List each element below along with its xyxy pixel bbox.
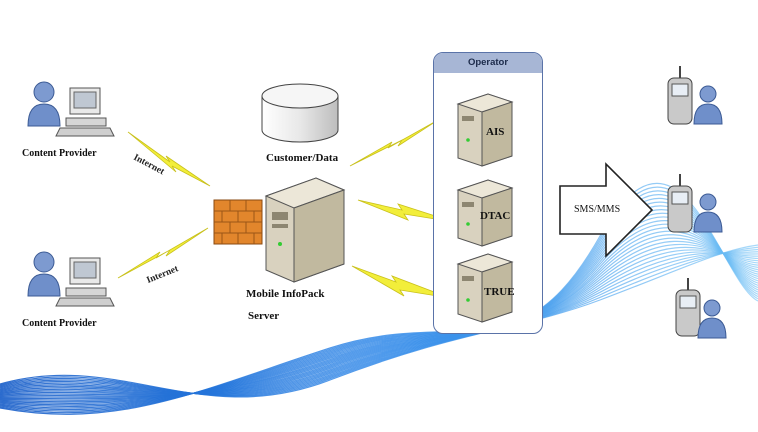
operator-true-label: TRUE xyxy=(484,286,515,298)
user-computer-icon xyxy=(27,81,115,137)
database-icon xyxy=(261,83,339,143)
operator-dtac-label: DTAC xyxy=(480,210,511,222)
database-label: Customer/Data xyxy=(266,152,339,164)
content-provider-2-label: Content Provider xyxy=(22,318,97,329)
server-icon xyxy=(264,177,346,283)
server-icon xyxy=(456,253,514,323)
sms-mms-label: SMS/MMS xyxy=(574,204,621,215)
mobile-user-icon xyxy=(675,278,727,339)
mobile-user-icon xyxy=(667,66,723,125)
operator-ais-label: AIS xyxy=(486,126,505,138)
content-provider-1-label: Content Provider xyxy=(22,148,97,159)
lightning-icon xyxy=(117,227,209,279)
operator-header: Operator xyxy=(434,53,542,73)
server-icon xyxy=(456,93,514,167)
user-computer-icon xyxy=(27,251,115,307)
server-label-line2: Server xyxy=(248,310,280,322)
lightning-icon xyxy=(127,131,211,187)
firewall-icon xyxy=(213,199,263,245)
server-label-line1: Mobile InfoPack xyxy=(246,288,325,300)
mobile-user-icon xyxy=(667,174,723,233)
server-icon xyxy=(456,179,514,247)
